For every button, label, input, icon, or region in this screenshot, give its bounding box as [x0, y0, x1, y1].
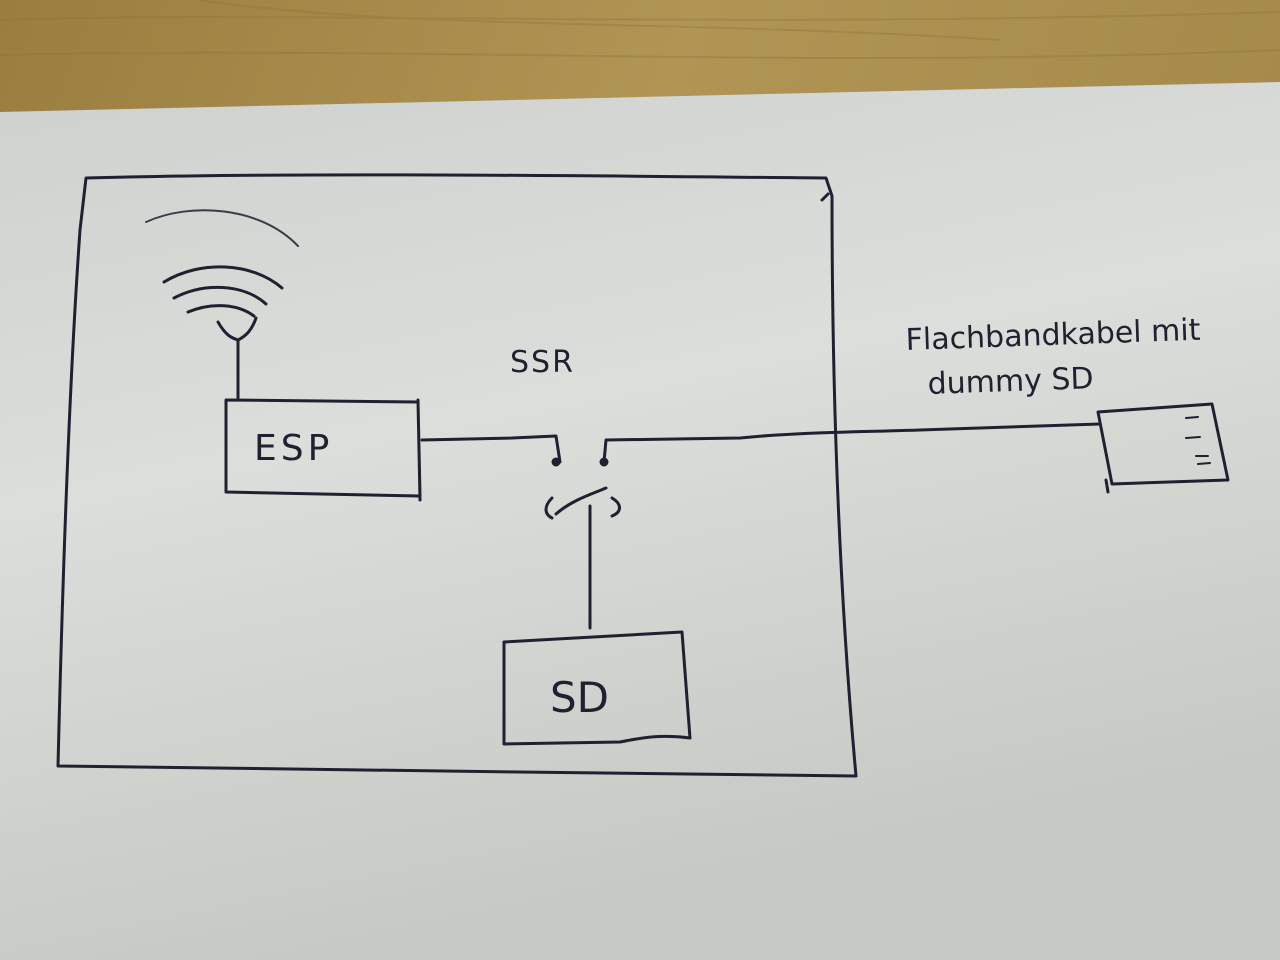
wifi-arc-middle	[162, 265, 284, 290]
wifi-arc-innermost	[186, 304, 256, 318]
cable-label-line2: dummy SD	[927, 361, 1094, 402]
dummy-sd-card	[1096, 402, 1230, 494]
wood-grain	[0, 0, 1280, 60]
esp-box	[224, 398, 422, 502]
antenna-icon	[216, 316, 258, 400]
esp-label: ESP	[254, 428, 333, 469]
wire-ssr-to-cable	[602, 422, 1102, 464]
ssr-contact-left	[551, 457, 561, 467]
ssr-switch-symbol	[544, 486, 621, 520]
wire-esp-to-ssr	[420, 434, 562, 464]
wifi-arc-outer	[145, 209, 299, 247]
paper-sheet	[0, 82, 1280, 960]
wifi-arc-inner	[172, 285, 268, 306]
sd-label: SD	[550, 673, 609, 722]
ssr-label: SSR	[510, 345, 575, 380]
dummy-sd-contacts	[1185, 416, 1211, 465]
sd-box	[502, 630, 692, 746]
enclosure-box	[56, 173, 858, 778]
sketch	[56, 173, 1230, 778]
enclosure-corner-tick	[820, 192, 830, 202]
